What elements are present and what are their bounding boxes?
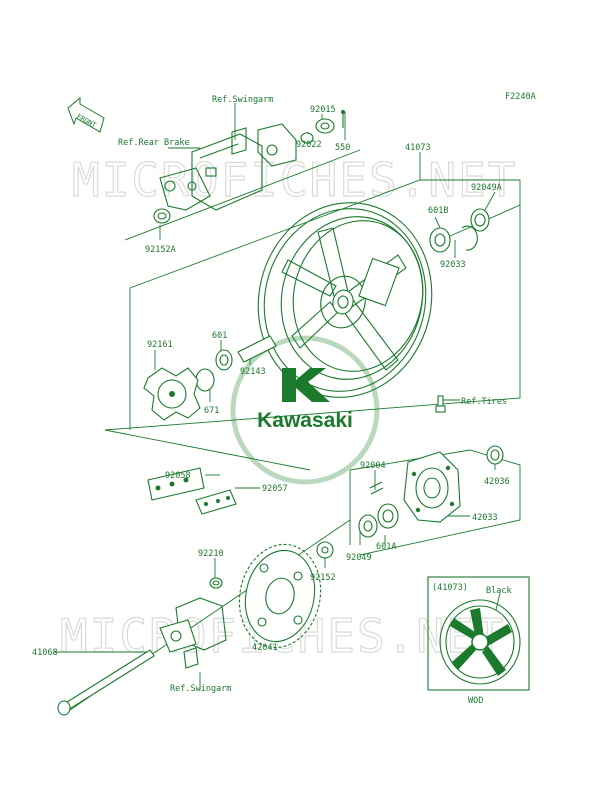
ref-swingarm-bottom-label[interactable]: Ref.Swingarm: [170, 684, 231, 694]
part-label-601[interactable]: 601: [212, 331, 227, 341]
rear-sprocket: [238, 543, 322, 649]
front-arrow-icon: FRONT: [67, 96, 105, 133]
part-label-41068[interactable]: 41068: [32, 648, 58, 658]
spacer-sleeve: [195, 335, 277, 392]
part-label-92004[interactable]: 92004: [360, 461, 386, 471]
part-label-92143[interactable]: 92143: [240, 367, 266, 377]
logo-wordmark: Kawasaki: [257, 409, 353, 432]
part-label-550[interactable]: 550: [335, 143, 350, 153]
part-label-92057[interactable]: 92057: [262, 484, 288, 494]
bearings-lower: [316, 503, 399, 559]
inset-part-label[interactable]: (41073): [432, 583, 468, 593]
part-label-92152a[interactable]: 92152A: [145, 245, 176, 255]
ref-swingarm-top-label[interactable]: Ref.Swingarm: [212, 95, 273, 105]
kawasaki-logo: Kawasaki: [230, 335, 380, 485]
rear-axle: [57, 649, 155, 716]
part-label-92022[interactable]: 92022: [296, 140, 322, 150]
part-label-42036[interactable]: 42036: [484, 477, 510, 487]
part-label-601a[interactable]: 601A: [376, 542, 396, 552]
swingarm-stopper-top: [231, 123, 297, 167]
color-variant-inset: [427, 576, 530, 691]
part-label-671[interactable]: 671: [204, 406, 219, 416]
part-label-92015[interactable]: 92015: [310, 105, 336, 115]
part-label-92058[interactable]: 92058: [165, 471, 191, 481]
part-label-92049[interactable]: 92049: [346, 553, 372, 563]
rubber-damper: [143, 367, 201, 421]
ref-rear-brake-label[interactable]: Ref.Rear Brake: [118, 138, 190, 148]
ref-tires-label[interactable]: Ref.Tires: [461, 397, 507, 407]
tire-valve: [435, 395, 446, 413]
inset-code-label: WOD: [468, 696, 483, 706]
figure-code: F2240A: [505, 92, 536, 102]
hardware-top: [153, 110, 345, 224]
inset-color-label: Black: [486, 586, 512, 596]
part-label-92152[interactable]: 92152: [310, 573, 336, 583]
chain-adjuster-bracket: [159, 597, 227, 669]
part-label-42041[interactable]: 42041: [252, 643, 278, 653]
part-label-92161[interactable]: 92161: [147, 340, 173, 350]
drive-chain: [147, 467, 237, 515]
part-label-92033[interactable]: 92033: [440, 260, 466, 270]
part-label-41073[interactable]: 41073: [405, 143, 431, 153]
part-label-42033[interactable]: 42033: [472, 513, 498, 523]
frame-lines: [54, 149, 521, 711]
part-label-92049a[interactable]: 92049A: [471, 183, 502, 193]
part-label-601b[interactable]: 601B: [428, 206, 448, 216]
sprocket-coupling: [369, 445, 504, 523]
rear-wheel-rim: [257, 202, 433, 398]
part-label-92210[interactable]: 92210: [198, 549, 224, 559]
bearings-right: [429, 208, 490, 253]
nut-small: [209, 577, 223, 589]
